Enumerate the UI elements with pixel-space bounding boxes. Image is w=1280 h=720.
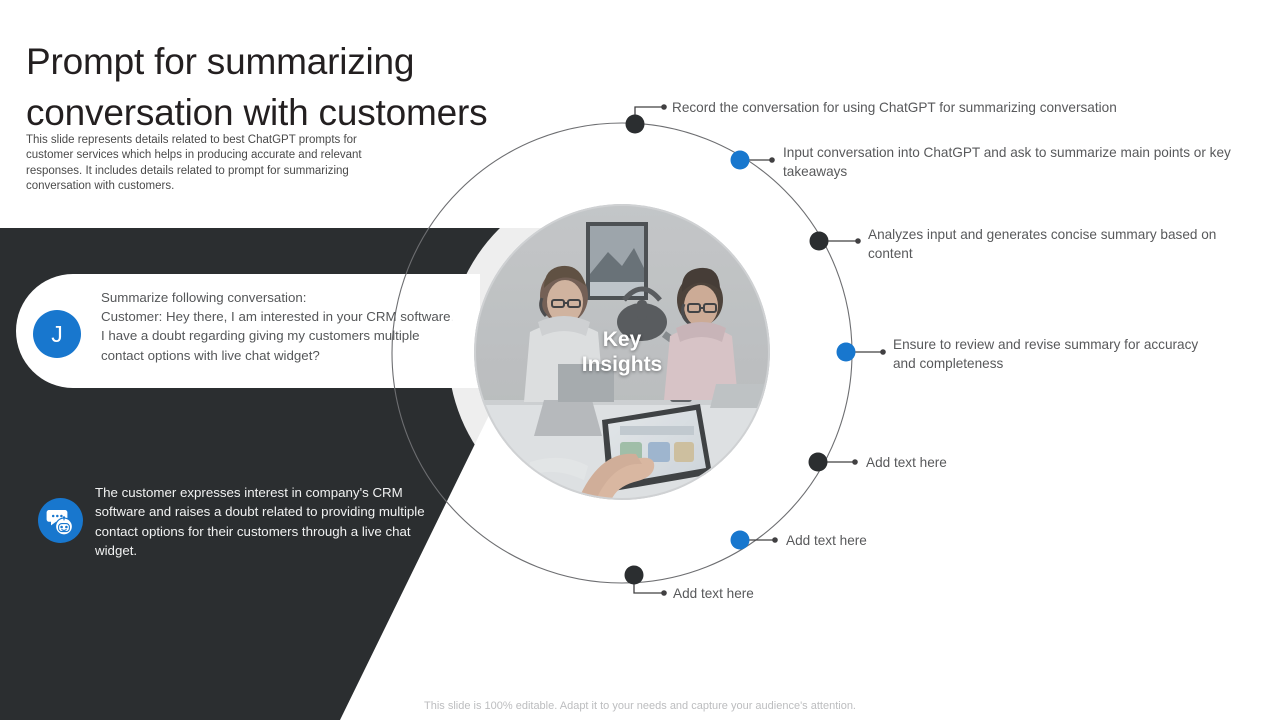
summary-text: The customer expresses interest in compa… [95, 485, 425, 558]
callout-label-5[interactable]: Add text here [866, 455, 947, 470]
slide-footer: This slide is 100% editable. Adapt it to… [424, 700, 856, 712]
page-title: Prompt for summarizing conversation with… [26, 41, 488, 133]
center-photo [474, 204, 770, 500]
chat-bot-icon [38, 498, 83, 543]
callout-label-3[interactable]: Analyzes input and generates concise sum… [868, 227, 1217, 261]
page-subtitle: This slide represents details related to… [26, 134, 362, 192]
callout-label-1[interactable]: Record the conversation for using ChatGP… [672, 100, 1117, 115]
center-photo-image [474, 204, 770, 500]
avatar: J [33, 310, 81, 358]
avatar-initial: J [51, 320, 63, 347]
callout-label-4[interactable]: Ensure to review and revise summary for … [893, 337, 1199, 371]
callout-label-6[interactable]: Add text here [786, 533, 867, 548]
callout-label-7[interactable]: Add text here [673, 586, 754, 601]
callout-label-2[interactable]: Input conversation into ChatGPT and ask … [783, 145, 1231, 179]
chat-message: Summarize following conversation: Custom… [101, 290, 455, 363]
